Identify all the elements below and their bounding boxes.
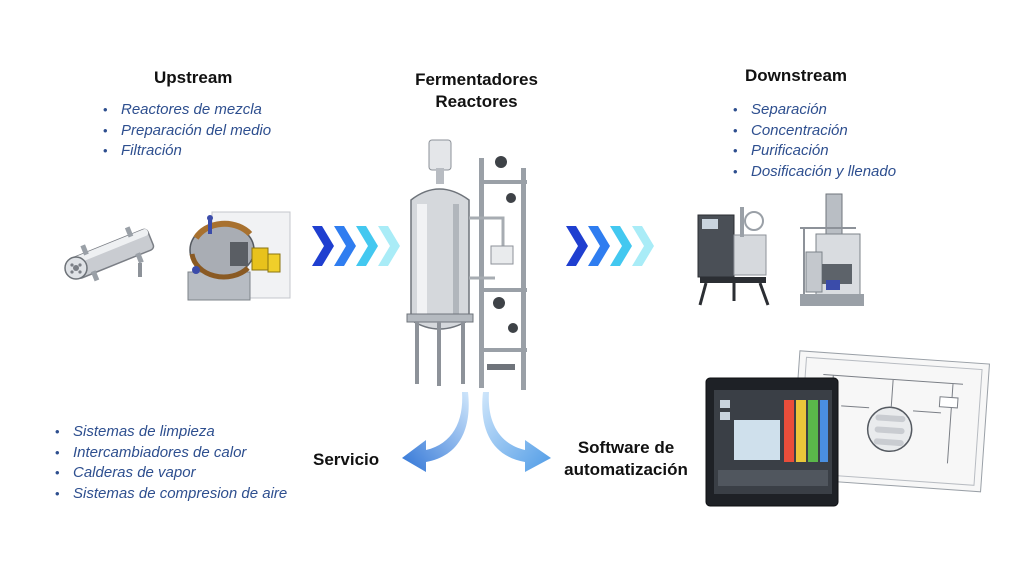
flow-arrows-left	[312, 226, 412, 266]
list-item: Concentración	[731, 121, 896, 142]
chevron-arrow-icon	[632, 226, 654, 266]
list-item: Preparación del medio	[101, 121, 271, 142]
chevron-arrow-icon	[566, 226, 588, 266]
list-item: Sistemas de limpieza	[53, 422, 287, 443]
list-item: Separación	[731, 100, 896, 121]
upstream-title: Upstream	[154, 67, 232, 89]
list-item: Intercambiadores de calor	[53, 443, 287, 464]
arrow-icon	[402, 392, 469, 472]
list-item: Purificación	[731, 141, 896, 162]
software-title-line2: automatización	[553, 459, 699, 481]
chevron-arrow-icon	[610, 226, 632, 266]
reactor-title: Fermentadores Reactores	[404, 69, 549, 113]
reactor-title-line1: Fermentadores	[404, 69, 549, 91]
chevron-arrow-icon	[312, 226, 334, 266]
curved-arrow-right	[481, 392, 553, 474]
servicio-title: Servicio	[313, 449, 379, 471]
heat-exchanger-image	[62, 225, 162, 285]
filling-machine-image	[694, 205, 774, 310]
software-title-line1: Software de	[553, 437, 699, 459]
chevron-arrow-icon	[378, 226, 400, 266]
arrow-icon	[482, 392, 551, 472]
downstream-title: Downstream	[745, 65, 847, 87]
chevron-arrow-icon	[588, 226, 610, 266]
chevron-arrow-icon	[356, 226, 378, 266]
reactor-title-line2: Reactores	[404, 91, 549, 113]
software-title: Software de automatización	[553, 437, 699, 481]
chevron-arrow-icon	[334, 226, 356, 266]
steam-boiler-image	[182, 212, 294, 304]
list-item: Dosificación y llenado	[731, 162, 896, 183]
fermenter-image	[403, 138, 543, 398]
curved-arrow-left	[400, 392, 470, 472]
list-item: Calderas de vapor	[53, 463, 287, 484]
flow-arrows-right	[566, 226, 666, 266]
list-item: Filtración	[101, 141, 271, 162]
list-item: Reactores de mezcla	[101, 100, 271, 121]
purification-unit-image	[796, 194, 868, 319]
upstream-list: Reactores de mezcla Preparación del medi…	[101, 100, 271, 162]
automation-software-image	[700, 350, 990, 510]
servicio-list: Sistemas de limpieza Intercambiadores de…	[53, 422, 287, 504]
list-item: Sistemas de compresion de aire	[53, 484, 287, 505]
downstream-list: Separación Concentración Purificación Do…	[731, 100, 896, 182]
